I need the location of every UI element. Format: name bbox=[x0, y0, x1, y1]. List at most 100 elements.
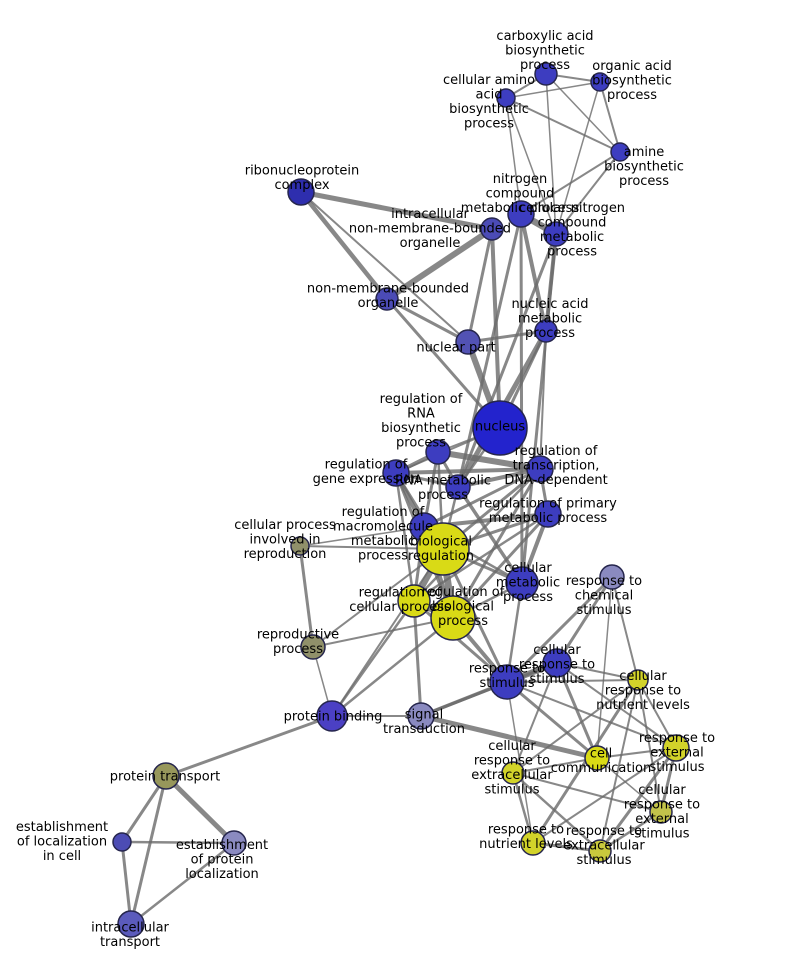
edge-nucleic_acid_metabolic--regulation_transcription_dna[interactable] bbox=[539, 330, 547, 470]
node-cellular_response_extracellular[interactable] bbox=[501, 761, 525, 785]
node-intracellular_transport[interactable] bbox=[117, 910, 145, 938]
edge-response_external_stimulus--response_extracellular[interactable] bbox=[598, 746, 678, 853]
edge-response_stimulus--cell_communication[interactable] bbox=[505, 680, 599, 760]
node-regulation_transcription_dna[interactable] bbox=[526, 455, 554, 483]
node-nucleus[interactable] bbox=[472, 400, 528, 456]
edge-ribonucleoprotein_complex--non_membrane_organelle[interactable] bbox=[298, 189, 390, 302]
edge-non_membrane_organelle--nuclear_part[interactable] bbox=[385, 297, 470, 344]
edge-intracellular_non_membrane_organelle--nuclear_part[interactable] bbox=[466, 227, 494, 344]
edge-cellular_amino_acid_biosynthetic--cellular_nitrogen_compound_metabolic[interactable] bbox=[505, 97, 557, 235]
edge-cellular_response_nutrient_levels--cellular_response_extracellular[interactable] bbox=[512, 679, 639, 774]
node-cellular_amino_acid_biosynthetic[interactable] bbox=[496, 88, 516, 108]
edge-signal_transduction--cell_communication[interactable] bbox=[418, 713, 600, 761]
edge-protein_binding--protein_transport[interactable] bbox=[164, 714, 334, 778]
node-response_stimulus[interactable] bbox=[489, 664, 525, 700]
node-cell_communication[interactable] bbox=[584, 745, 610, 771]
node-cellular_response_stimulus[interactable] bbox=[542, 648, 572, 678]
edge-cellular_amino_acid_biosynthetic--amine_biosynthetic[interactable] bbox=[505, 97, 621, 153]
edge-cellular_amino_acid_biosynthetic--nitrogen_compound_metabolic[interactable] bbox=[505, 97, 522, 215]
edge-cellular_response_nutrient_levels--cellular_response_external[interactable] bbox=[637, 679, 662, 813]
edge-cellular_response_stimulus--response_external_stimulus[interactable] bbox=[556, 662, 677, 749]
node-regulation_gene_expression[interactable] bbox=[382, 459, 410, 487]
node-cellular_nitrogen_compound_metabolic[interactable] bbox=[543, 221, 569, 247]
node-carboxylic_acid_biosynthetic[interactable] bbox=[534, 62, 558, 86]
node-intracellular_non_membrane_organelle[interactable] bbox=[480, 217, 504, 241]
node-nucleic_acid_metabolic[interactable] bbox=[534, 319, 558, 343]
edge-cellular_process_reproduction--reproductive_process[interactable] bbox=[298, 544, 315, 649]
edge-protein_transport--intracellular_transport[interactable] bbox=[129, 774, 168, 926]
edge-ribonucleoprotein_complex--intracellular_non_membrane_organelle[interactable] bbox=[298, 189, 495, 232]
edge-protein_binding--biological_regulation[interactable] bbox=[331, 548, 444, 717]
edge-protein_transport--establishment_protein_localization[interactable] bbox=[163, 773, 237, 846]
node-response_external_stimulus[interactable] bbox=[662, 734, 690, 762]
edge-nuclear_part--nucleic_acid_metabolic[interactable] bbox=[466, 329, 548, 344]
edge-response_stimulus--response_nutrient_levels[interactable] bbox=[506, 681, 534, 844]
edge-response_chemical_stimulus--cell_communication[interactable] bbox=[596, 576, 613, 759]
node-nitrogen_compound_metabolic[interactable] bbox=[507, 200, 535, 228]
edge-organic_acid_biosynthetic--cellular_amino_acid_biosynthetic[interactable] bbox=[505, 81, 601, 99]
node-organic_acid_biosynthetic[interactable] bbox=[590, 72, 610, 92]
edge-cellular_response_extracellular--response_extracellular[interactable] bbox=[511, 771, 602, 853]
edge-cell_communication--cellular_response_external[interactable] bbox=[596, 757, 662, 813]
edge-regulation_transcription_dna--regulation_cellular_process[interactable] bbox=[412, 467, 542, 603]
edge-reproductive_process--regulation_biological_process[interactable] bbox=[312, 617, 454, 648]
edge-intracellular_non_membrane_organelle--non_membrane_organelle[interactable] bbox=[384, 226, 495, 302]
node-response_chemical_stimulus[interactable] bbox=[599, 564, 625, 590]
node-cellular_process_reproduction[interactable] bbox=[290, 536, 310, 556]
node-regulation_biological_process[interactable] bbox=[430, 595, 476, 641]
edge-regulation_rna_biosynthetic--regulation_transcription_dna[interactable] bbox=[435, 449, 543, 472]
edge-cellular_response_stimulus--signal_transduction[interactable] bbox=[419, 661, 559, 718]
node-nuclear_part[interactable] bbox=[455, 329, 481, 355]
edge-regulation_cellular_process--response_stimulus[interactable] bbox=[412, 599, 509, 684]
node-protein_binding[interactable] bbox=[316, 700, 348, 732]
edge-cellular_response_extracellular--cellular_response_external[interactable] bbox=[512, 772, 662, 813]
edge-response_external_stimulus--response_nutrient_levels[interactable] bbox=[532, 747, 677, 844]
node-response_nutrient_levels[interactable] bbox=[520, 830, 546, 856]
edge-establishment_protein_localization--intracellular_transport[interactable] bbox=[129, 841, 236, 926]
edge-non_membrane_organelle--nucleus[interactable] bbox=[385, 297, 502, 430]
node-regulation_primary_metabolic[interactable] bbox=[534, 500, 562, 528]
edge-cellular_response_external--response_extracellular[interactable] bbox=[598, 810, 663, 853]
edge-regulation_transcription_dna--rna_metabolic[interactable] bbox=[456, 467, 542, 489]
node-amine_biosynthetic[interactable] bbox=[610, 142, 630, 162]
edge-response_stimulus--response_chemical_stimulus[interactable] bbox=[505, 575, 614, 684]
edge-amine_biosynthetic--cellular_nitrogen_compound_metabolic[interactable] bbox=[555, 151, 621, 235]
node-regulation_rna_biosynthetic[interactable] bbox=[425, 439, 451, 465]
edge-regulation_gene_expression--regulation_cellular_process[interactable] bbox=[394, 471, 416, 603]
edge-rna_metabolic--cellular_metabolic[interactable] bbox=[456, 485, 524, 585]
edge-cellular_response_stimulus--cell_communication[interactable] bbox=[555, 661, 599, 760]
edge-organic_acid_biosynthetic--amine_biosynthetic[interactable] bbox=[599, 81, 621, 153]
edge-reproductive_process--biological_regulation[interactable] bbox=[312, 548, 444, 648]
edge-cellular_process_reproduction--regulation_macromolecule_metabolic[interactable] bbox=[299, 526, 425, 547]
edge-cellular_nitrogen_compound_metabolic--cellular_metabolic[interactable] bbox=[520, 232, 558, 585]
node-rna_metabolic[interactable] bbox=[445, 474, 471, 500]
node-response_extracellular[interactable] bbox=[588, 839, 612, 863]
node-non_membrane_organelle[interactable] bbox=[375, 287, 399, 311]
node-establishment_localization_cell[interactable] bbox=[112, 832, 132, 852]
node-protein_transport[interactable] bbox=[152, 762, 180, 790]
edge-carboxylic_acid_biosynthetic--cellular_nitrogen_compound_metabolic[interactable] bbox=[545, 73, 557, 235]
edge-carboxylic_acid_biosynthetic--amine_biosynthetic[interactable] bbox=[545, 73, 621, 153]
node-regulation_cellular_process[interactable] bbox=[397, 584, 431, 618]
edge-organic_acid_biosynthetic--cellular_nitrogen_compound_metabolic[interactable] bbox=[555, 81, 601, 235]
edge-cellular_nitrogen_compound_metabolic--rna_metabolic[interactable] bbox=[456, 232, 558, 489]
node-establishment_protein_localization[interactable] bbox=[221, 830, 247, 856]
node-biological_regulation[interactable] bbox=[416, 522, 470, 576]
edge-cellular_response_nutrient_levels--response_extracellular[interactable] bbox=[599, 679, 639, 852]
edge-regulation_transcription_dna--regulation_macromolecule_metabolic[interactable] bbox=[422, 467, 542, 529]
node-signal_transduction[interactable] bbox=[407, 702, 435, 730]
edge-regulation_primary_metabolic--regulation_cellular_process[interactable] bbox=[412, 512, 550, 603]
edge-establishment_localization_cell--establishment_protein_localization[interactable] bbox=[120, 840, 236, 845]
node-cellular_response_nutrient_levels[interactable] bbox=[627, 669, 649, 691]
edge-cell_communication--cellular_response_extracellular[interactable] bbox=[512, 757, 598, 774]
node-cellular_response_external[interactable] bbox=[649, 800, 673, 824]
node-cellular_metabolic[interactable] bbox=[505, 566, 539, 600]
edge-nitrogen_compound_metabolic--cellular_metabolic[interactable] bbox=[519, 212, 524, 585]
edge-ribonucleoprotein_complex--nuclear_part[interactable] bbox=[300, 191, 469, 343]
node-ribonucleoprotein_complex[interactable] bbox=[287, 178, 315, 206]
edge-response_chemical_stimulus--cellular_response_nutrient_levels[interactable] bbox=[611, 576, 639, 681]
edge-cellular_response_stimulus--response_chemical_stimulus[interactable] bbox=[555, 575, 614, 665]
node-reproductive_process[interactable] bbox=[300, 634, 326, 660]
